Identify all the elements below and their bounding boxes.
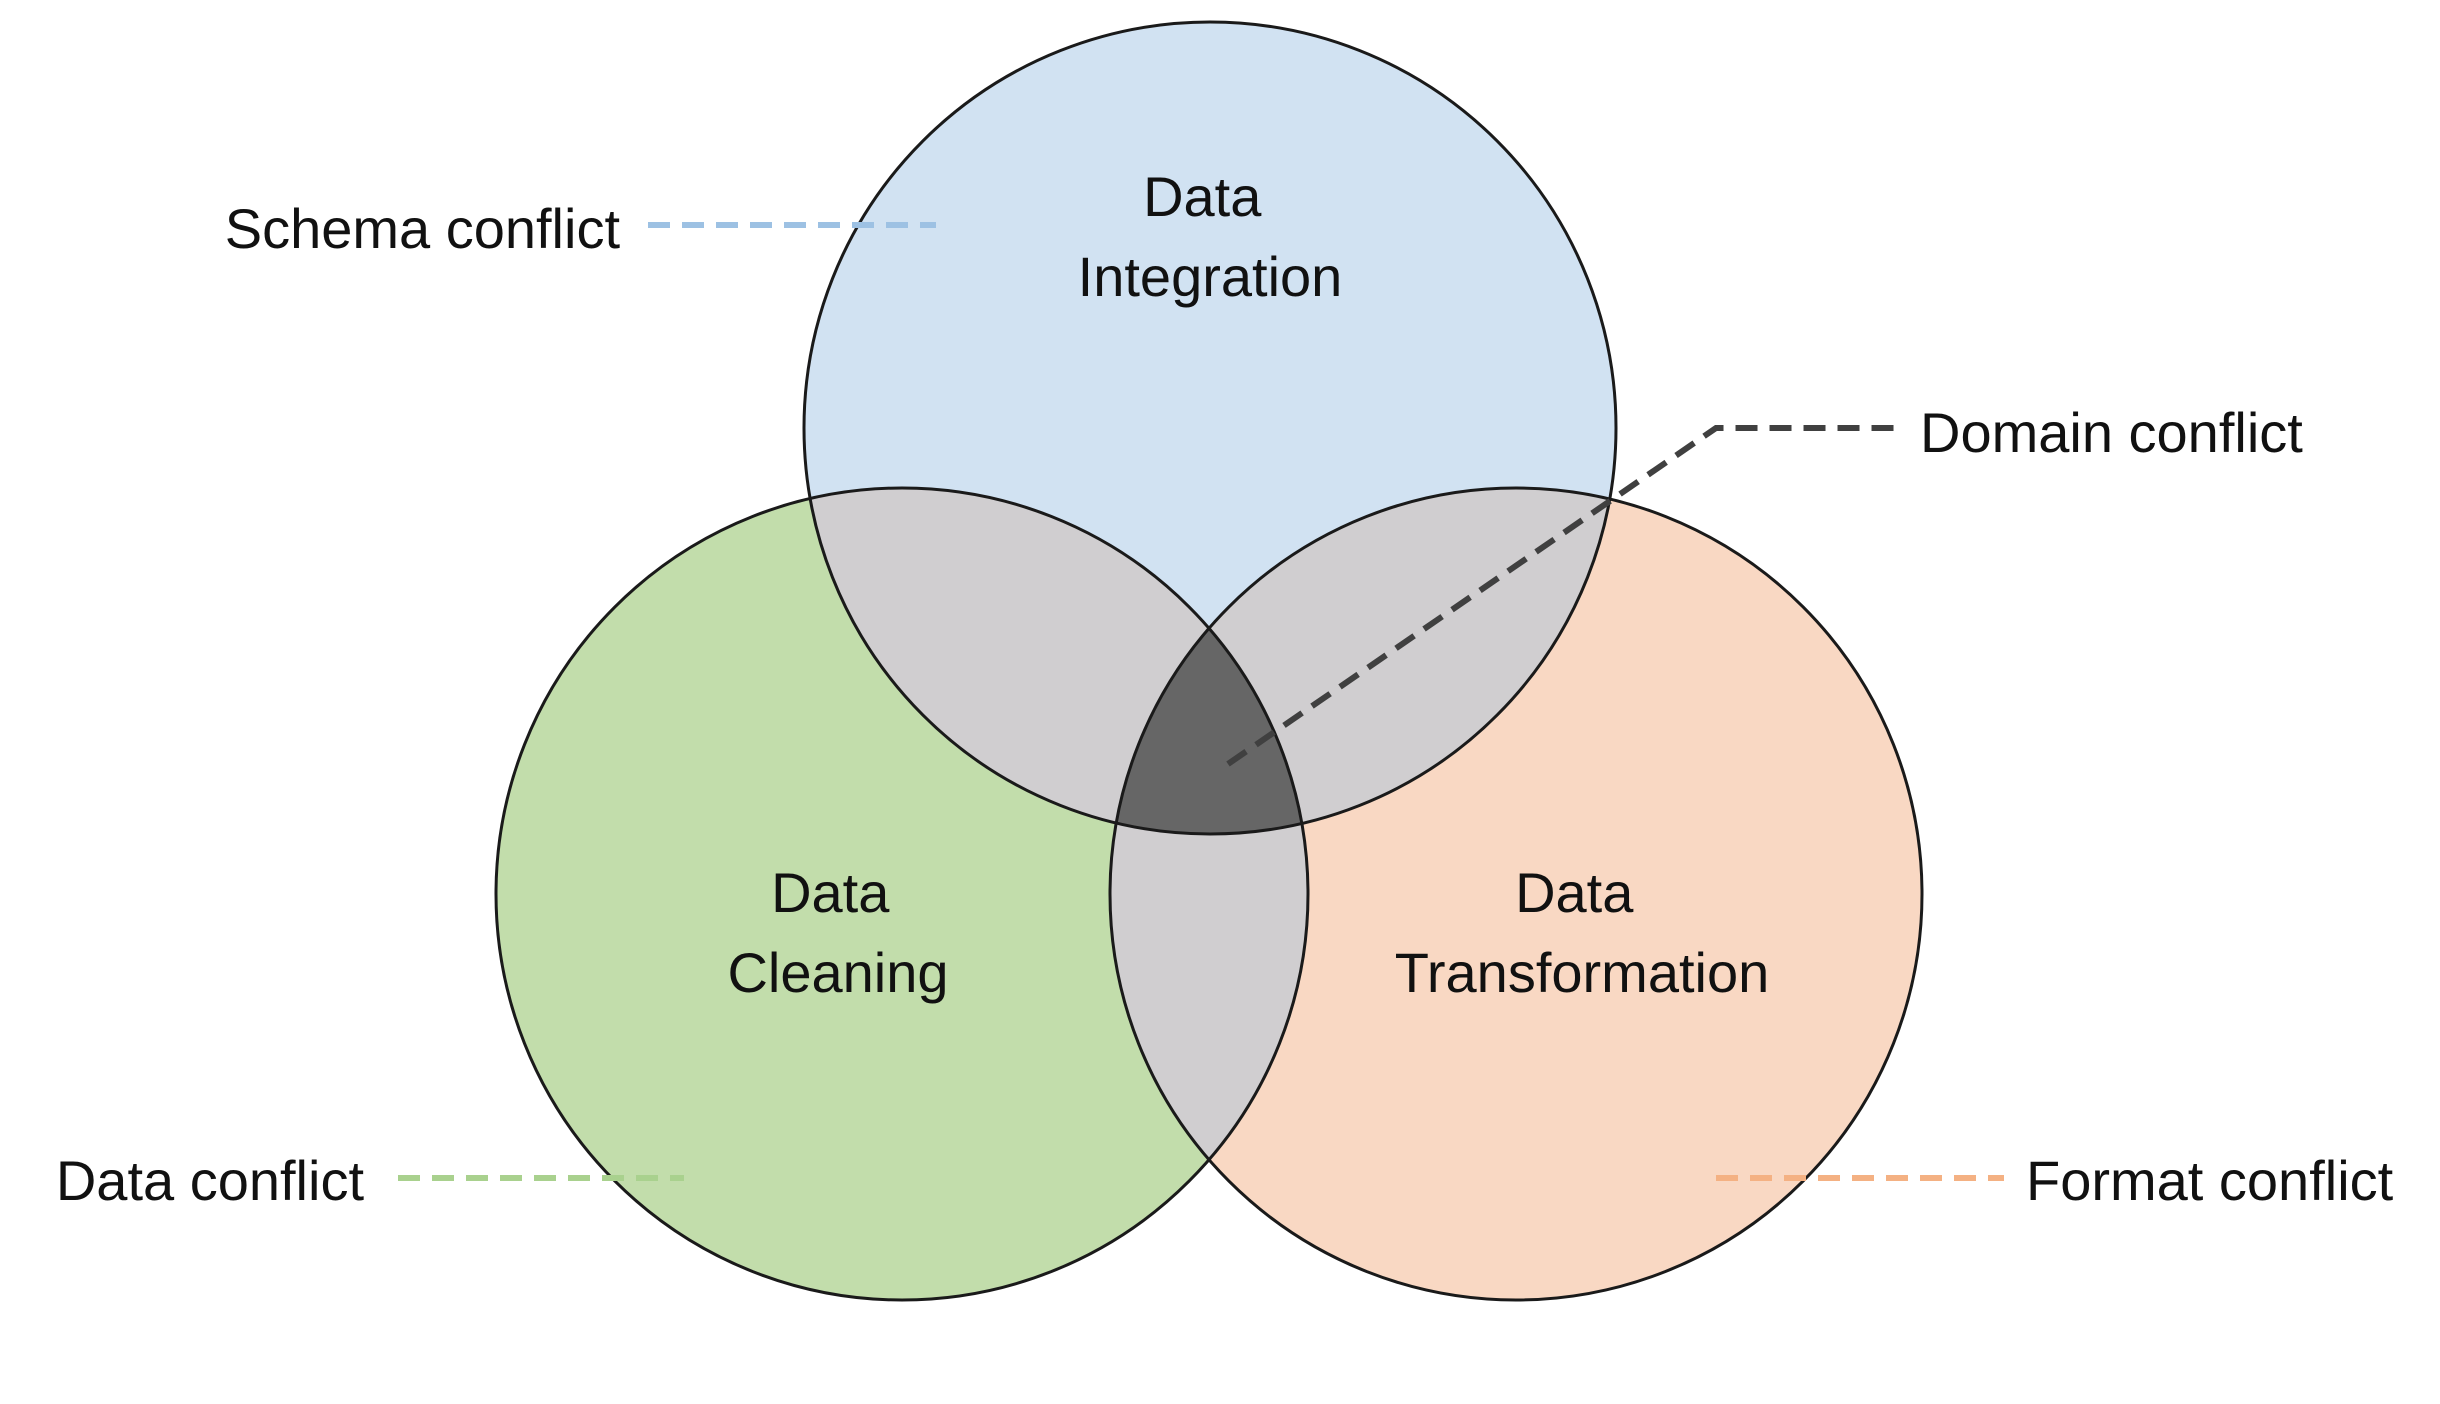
transformation-outline xyxy=(1108,486,1924,1302)
transformation-label-line2: Transformation xyxy=(1395,941,1770,1004)
format-conflict-label: Format conflict xyxy=(2026,1149,2394,1212)
domain-leader-line xyxy=(1226,425,1896,767)
integration-outline xyxy=(802,20,1618,836)
schema-conflict-label: Schema conflict xyxy=(225,197,621,260)
data-conflict-label: Data conflict xyxy=(56,1149,365,1212)
overlap-integration-transformation xyxy=(1110,488,1616,834)
cleaning-label-line2: Cleaning xyxy=(727,941,948,1004)
integration-label: Data Integration xyxy=(1078,165,1343,308)
integration-label-line2: Integration xyxy=(1078,245,1343,308)
cleaning-label-line1: Data xyxy=(771,861,890,924)
cleaning-outline xyxy=(494,486,1310,1302)
overlap-integration-cleaning xyxy=(804,488,1308,834)
domain-conflict-label: Domain conflict xyxy=(1920,401,2303,464)
cleaning-label: Data Cleaning xyxy=(727,861,948,1004)
integration-label-line1: Data xyxy=(1143,165,1262,228)
transformation-label: Data Transformation xyxy=(1395,861,1770,1004)
transformation-label-line1: Data xyxy=(1515,861,1634,924)
